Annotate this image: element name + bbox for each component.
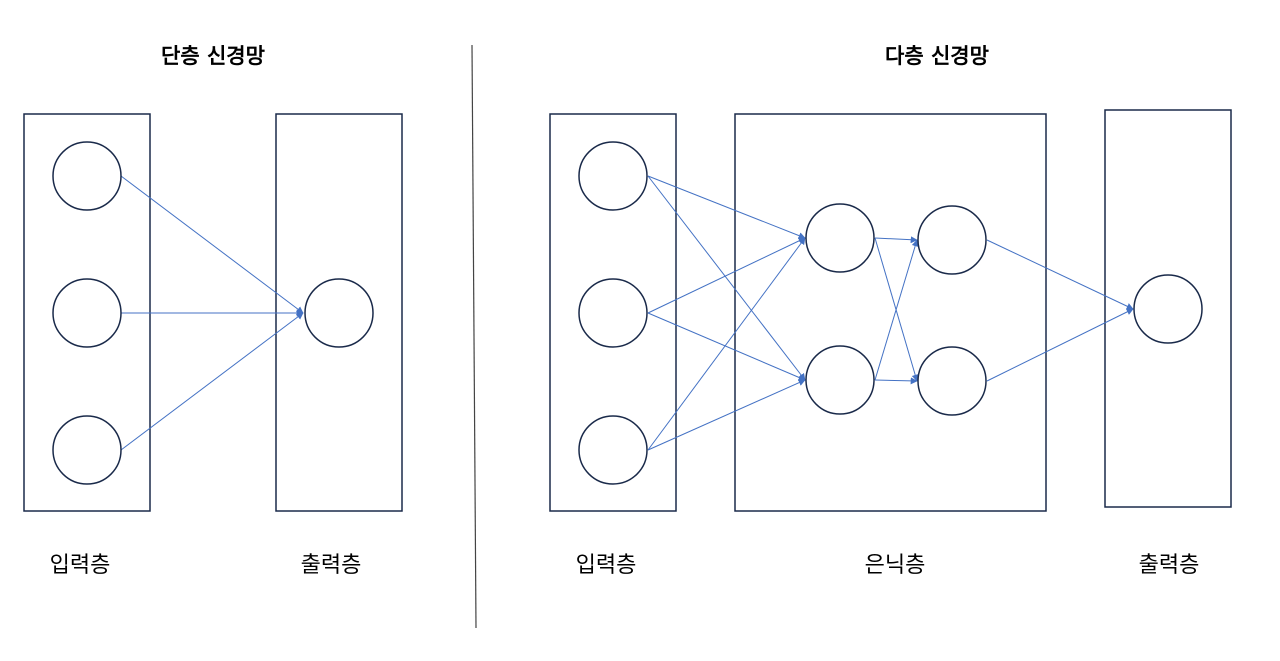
connection-arrow — [986, 239, 1134, 310]
multi-layer-title: 다층 신경망 — [885, 44, 989, 68]
multi-layer-connections — [647, 175, 1134, 451]
single-output-layer-label: 출력층 — [301, 553, 362, 578]
single-layer-title: 단층 신경망 — [161, 44, 265, 68]
connection-arrow — [647, 379, 806, 451]
section-divider — [471, 44, 477, 629]
connection-arrow — [874, 239, 919, 381]
multi-output-layer-label: 출력층 — [1139, 553, 1200, 578]
single-output-node — [304, 278, 374, 348]
connection-arrow — [986, 308, 1134, 382]
connection-arrow — [647, 237, 806, 314]
connection-arrow — [874, 236, 918, 244]
multi-input-node — [578, 415, 648, 485]
multi-output-node — [1133, 274, 1203, 344]
hidden-node — [917, 205, 987, 275]
multi-input-node — [578, 278, 648, 348]
connection-arrow — [120, 312, 304, 451]
connection-arrow — [647, 312, 806, 381]
multi-input-node — [578, 141, 648, 211]
single-input-node — [52, 415, 122, 485]
multi-hidden-layer-label: 은닉층 — [865, 553, 926, 578]
single-layer-connections — [120, 175, 304, 451]
multi-input-layer-label: 입력층 — [576, 553, 637, 578]
single-input-node — [52, 141, 122, 211]
hidden-node — [805, 345, 875, 415]
connection-arrow — [647, 175, 806, 381]
multi-hidden-layer-box — [734, 113, 1047, 512]
multi-input-layer-box — [549, 113, 677, 512]
single-input-node — [52, 278, 122, 348]
connection-arrow — [647, 175, 806, 239]
single-input-layer-label: 입력층 — [50, 553, 111, 578]
connection-arrow — [120, 175, 304, 314]
hidden-node — [917, 346, 987, 416]
hidden-node — [805, 203, 875, 273]
connection-arrow — [874, 377, 918, 385]
connection-arrow — [647, 237, 806, 451]
multi-output-layer-box — [1104, 109, 1232, 508]
